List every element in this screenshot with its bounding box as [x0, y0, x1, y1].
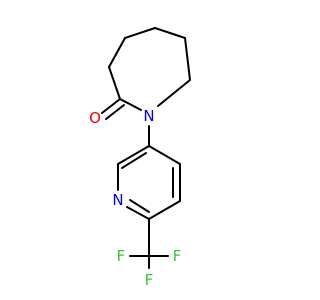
- oxygen-atom-label: O: [89, 109, 101, 127]
- bond-py-c2-c3: [148, 200, 181, 220]
- fluorine-left-atom-label: F: [117, 247, 126, 265]
- trifluoromethyl-group: [129, 218, 169, 269]
- bond-py-c5-c6: [117, 145, 150, 165]
- bond-py-c4-c5: [148, 145, 181, 165]
- pyridine-nitrogen-atom-label: N: [112, 191, 123, 209]
- fluorine-right-atom-label: F: [173, 247, 182, 265]
- azepanone-ring: [108, 27, 191, 111]
- lactam-nitrogen-atom-label: N: [143, 107, 154, 125]
- bond-ring-c3-c4: [108, 37, 126, 68]
- bond-ring-n-c2: [119, 98, 142, 111]
- bond-ring-c2-c3: [108, 66, 121, 100]
- bond-ring-c4-c5: [124, 27, 156, 39]
- bond-py-n1-c2-inner: [129, 199, 150, 213]
- molecule-structure-diagram: O N N F F F: [89, 27, 191, 289]
- bond-py-n1-c2: [126, 206, 150, 220]
- bond-ring-c6-c7: [184, 37, 191, 81]
- bond-py-c5-c6-inner: [121, 152, 147, 169]
- pyridine-ring: [117, 145, 181, 220]
- bond-ring-c7-n: [157, 79, 191, 107]
- bond-ring-c5-c6: [154, 27, 186, 39]
- bond-carbonyl-1: [101, 98, 121, 114]
- bond-carbonyl-2: [105, 104, 125, 120]
- carbonyl-group: [101, 98, 125, 120]
- fluorine-bottom-atom-label: F: [145, 271, 154, 289]
